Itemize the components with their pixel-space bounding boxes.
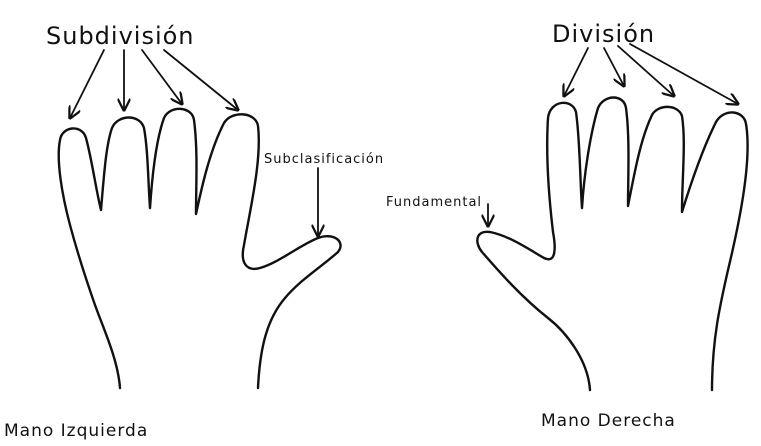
arrow-division-4 <box>630 44 738 104</box>
arrow-division-1 <box>564 48 588 96</box>
arrow-subdivision-1 <box>70 50 104 118</box>
arrow-subdivision-4 <box>164 50 238 110</box>
label-subclasificacion: Subclasificación <box>264 152 384 167</box>
label-right-hand: Mano Derecha <box>541 411 676 431</box>
label-subdivision: Subdivisión <box>46 22 195 50</box>
label-left-hand: Mano Izquierda <box>4 421 148 441</box>
left-hand-outline <box>59 109 341 388</box>
arrow-subdivision-3 <box>142 50 182 104</box>
label-division: División <box>552 20 655 48</box>
label-fundamental: Fundamental <box>386 195 482 210</box>
arrow-division-2 <box>604 48 624 86</box>
right-hand-outline <box>477 98 747 391</box>
